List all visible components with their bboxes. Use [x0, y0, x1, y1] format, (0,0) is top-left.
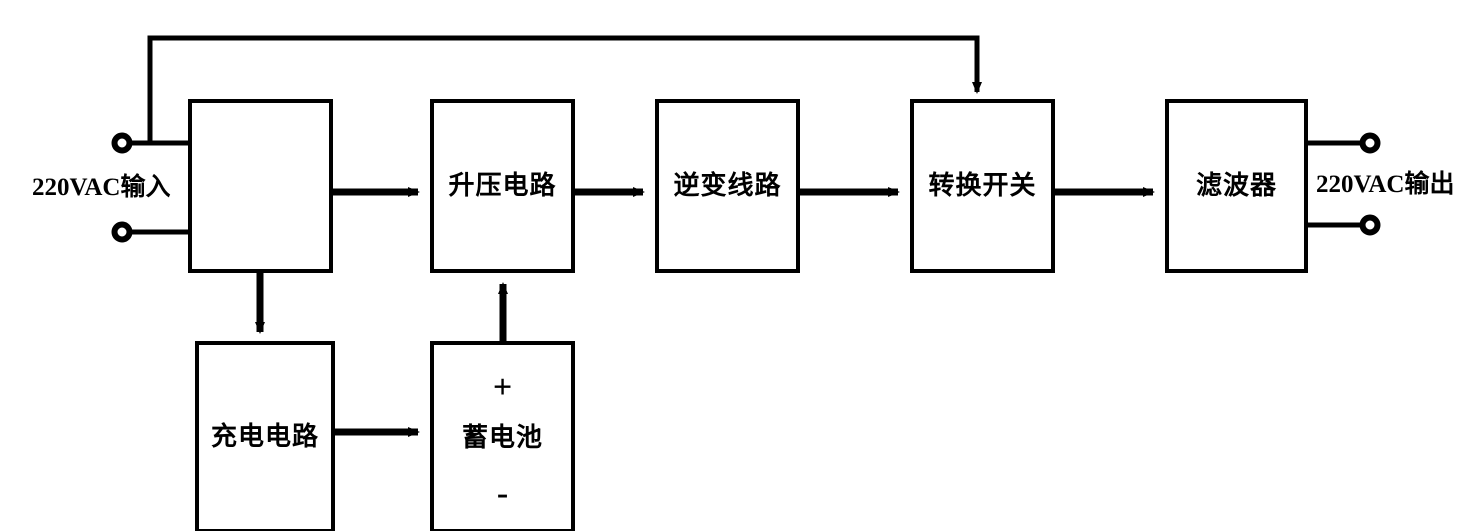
- block-battery[interactable]: + 蓄电池 -: [430, 341, 575, 531]
- battery-negative-sign: -: [496, 475, 509, 512]
- block-inverter-circuit[interactable]: 逆变线路: [655, 99, 800, 273]
- block-inverter-circuit-label: 逆变线路: [673, 171, 782, 200]
- input-terminal-bottom-icon: [111, 221, 133, 243]
- bypass-line: [147, 35, 982, 143]
- block-boost-circuit-label: 升压电路: [448, 171, 557, 200]
- block-charging-circuit-label: 充电电路: [210, 422, 319, 451]
- input-label: 220VAC输入: [32, 174, 171, 201]
- block-rectifier[interactable]: [188, 99, 333, 273]
- input-terminal-top-icon: [111, 132, 133, 154]
- block-boost-circuit[interactable]: 升压电路: [430, 99, 575, 273]
- battery-positive-sign: +: [492, 369, 513, 406]
- block-charging-circuit[interactable]: 充电电路: [195, 341, 335, 531]
- output-terminal-bottom-icon: [1359, 214, 1381, 236]
- block-battery-label: 蓄电池: [461, 423, 543, 452]
- block-transfer-switch[interactable]: 转换开关: [910, 99, 1055, 273]
- block-transfer-switch-label: 转换开关: [928, 171, 1037, 200]
- battery-contents: + 蓄电池 -: [434, 371, 571, 511]
- output-label: 220VAC输出: [1316, 171, 1455, 198]
- block-filter-label: 滤波器: [1195, 171, 1277, 200]
- block-filter[interactable]: 滤波器: [1165, 99, 1308, 273]
- output-terminal-top-icon: [1359, 132, 1381, 154]
